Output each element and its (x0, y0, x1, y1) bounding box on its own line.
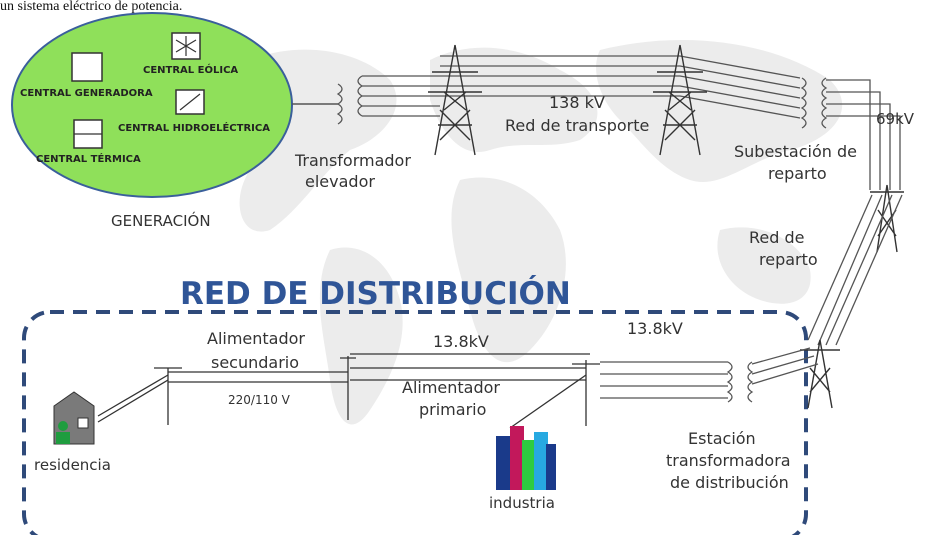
subnet-label-2: reparto (759, 250, 818, 269)
industry-label: industria (489, 494, 555, 512)
step-up-transformer-icon (336, 75, 440, 125)
subtransmission-tower-icon (870, 184, 904, 253)
generation-group: CENTRAL GENERADORA CENTRAL EÓLICA CENTRA… (11, 12, 293, 230)
residence-label: residencia (34, 456, 111, 474)
low-voltage-label: 220/110 V (228, 393, 291, 407)
central-termica-label: CENTRAL TÉRMICA (36, 152, 141, 165)
secondary-feeder-lines (97, 367, 587, 429)
station-label-3: de distribución (670, 473, 789, 492)
transmission-network-label: Red de transporte (505, 116, 649, 135)
central-hidroelectrica-label: CENTRAL HIDROELÉCTRICA (118, 121, 270, 134)
industry-icon (496, 426, 556, 490)
substation-label-1: Subestación de (734, 142, 857, 161)
transmission-voltage-label: 138 kV (549, 93, 605, 112)
primary-voltage-label: 13.8kV (433, 332, 489, 351)
subtransmission-lines (807, 194, 903, 346)
caption-text: un sistema eléctrico de potencia. (0, 0, 183, 14)
generation-label: GENERACIÓN (111, 211, 211, 230)
primary-label-2: primario (419, 400, 486, 419)
transmission-tower-2-icon (653, 44, 707, 156)
transformer-label-2: elevador (305, 172, 375, 191)
distribution-tower-icon (800, 339, 840, 409)
hydro-diagonal-icon (179, 93, 201, 111)
substation-transformer-icon (800, 77, 901, 190)
generation-ellipse (11, 12, 293, 198)
secondary-label-1: Alimentador (207, 329, 305, 348)
transmission-lines (440, 55, 801, 119)
subnet-label-1: Red de (749, 228, 804, 247)
central-eolica-label: CENTRAL EÓLICA (143, 63, 238, 76)
central-generadora-icon (71, 52, 103, 82)
distribution-title: RED DE DISTRIBUCIÓN (180, 275, 571, 312)
transformer-label-1: Transformador (294, 151, 411, 170)
primary-label-1: Alimentador (402, 378, 500, 397)
residence-icon (53, 391, 95, 445)
station-label-1: Estación (688, 429, 756, 448)
wind-turbine-icon (175, 36, 197, 56)
station-label-2: transformadora (666, 451, 791, 470)
secondary-label-2: secundario (211, 353, 299, 372)
transmission-tower-1-icon (428, 44, 482, 156)
station-voltage-label: 13.8kV (627, 319, 683, 338)
subtransmission-voltage-label: 69kV (876, 110, 915, 128)
central-generadora-label: CENTRAL GENERADORA (20, 88, 153, 99)
substation-label-2: reparto (768, 164, 827, 183)
distribution-transformer-icon (600, 347, 819, 403)
primary-feeder-lines (340, 353, 600, 426)
distribution-box (22, 310, 808, 535)
